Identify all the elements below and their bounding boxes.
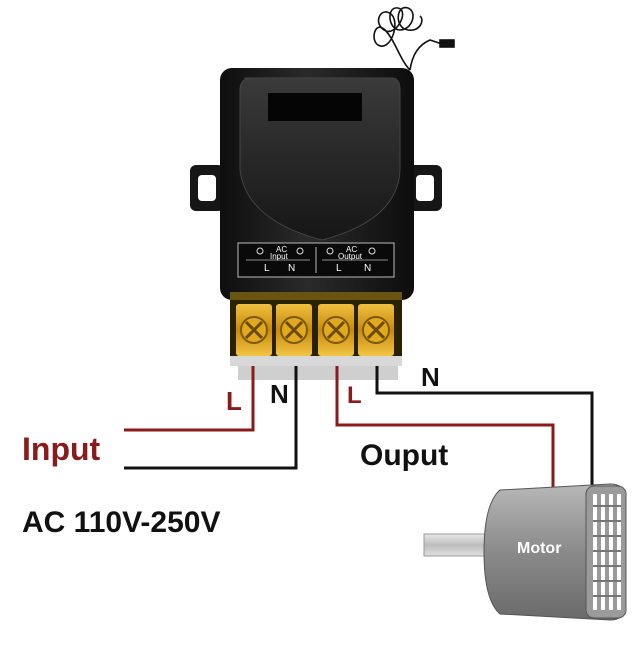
relay-module xyxy=(190,68,442,380)
output-neutral-label: N xyxy=(421,362,440,392)
input-neutral-label: N xyxy=(270,379,289,409)
screw-terminal-icon xyxy=(236,304,272,356)
voltage-label: AC 110V-250V xyxy=(22,506,221,539)
wire-output-neutral xyxy=(375,366,594,490)
motor-label: Motor xyxy=(517,540,562,557)
panel-output-name: Output xyxy=(338,252,363,261)
screw-terminal-icon xyxy=(318,304,354,356)
output-line-label: L xyxy=(347,382,362,409)
panel-output-ac: AC xyxy=(346,245,358,254)
input-line-label: L xyxy=(226,386,242,416)
output-label: Ouput xyxy=(360,439,449,472)
panel-input-l: L xyxy=(264,263,270,274)
panel-input-name: Input xyxy=(270,252,288,261)
wire-input-line xyxy=(124,366,255,432)
motor-shaft xyxy=(423,533,495,557)
panel-output-l: L xyxy=(336,263,342,274)
wires xyxy=(124,366,594,490)
screw-terminal-icon xyxy=(358,304,394,356)
wire-input-neutral xyxy=(124,366,298,470)
antenna-coil-icon xyxy=(373,6,455,71)
input-label: Input xyxy=(22,431,101,467)
wire-output-line xyxy=(335,366,555,490)
label-window xyxy=(268,93,362,121)
screw-terminal-icon xyxy=(276,304,312,356)
panel-input-ac: AC xyxy=(276,245,288,254)
motor-icon xyxy=(423,483,627,621)
panel-input-n: N xyxy=(288,263,296,274)
panel-output-n: N xyxy=(364,263,372,274)
